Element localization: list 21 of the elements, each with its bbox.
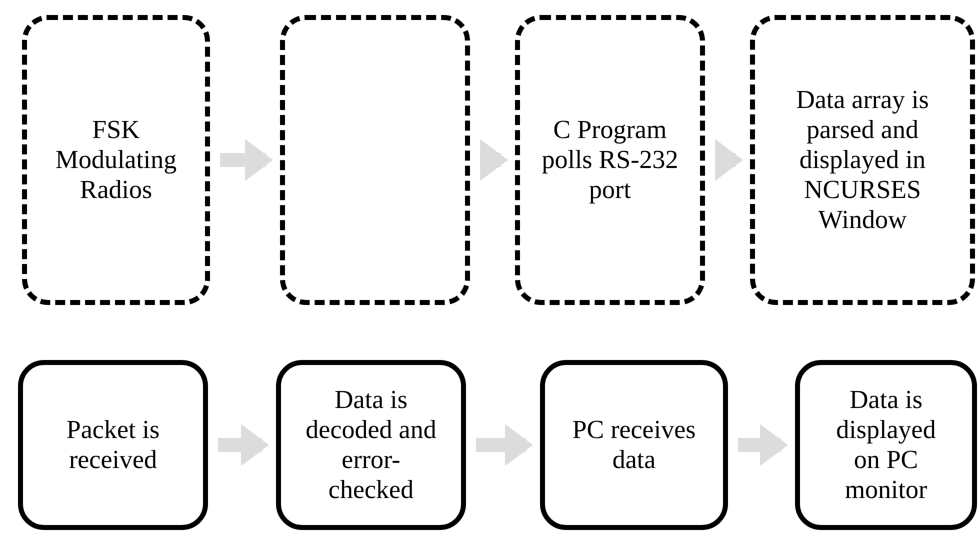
box-text: C Program polls RS-232 port: [540, 115, 680, 205]
box-text: Data is decoded and error-checked: [304, 385, 438, 505]
block-arrow: [738, 424, 788, 466]
block-arrow: [476, 424, 533, 466]
box-text: Data array is parsed and displayed in NCURSES Window: [795, 85, 930, 235]
block-arrow: [218, 424, 269, 466]
box-text: Data is displayed on PC monitor: [835, 385, 937, 505]
dashed-process-box: [280, 15, 470, 305]
block-arrow: [220, 139, 273, 181]
box-text: Packet is received: [65, 415, 161, 475]
box-text: FSK Modulating Radios: [54, 115, 178, 205]
block-arrow: [715, 139, 743, 181]
process-box: [540, 360, 728, 530]
process-box: [276, 360, 466, 530]
process-box: [18, 360, 208, 530]
block-arrow: [480, 139, 508, 181]
box-text: PC receives data: [571, 415, 697, 475]
dashed-process-box: [750, 15, 975, 305]
dashed-process-box: [515, 15, 705, 305]
process-box: [795, 360, 977, 530]
dashed-process-box: [22, 15, 210, 305]
